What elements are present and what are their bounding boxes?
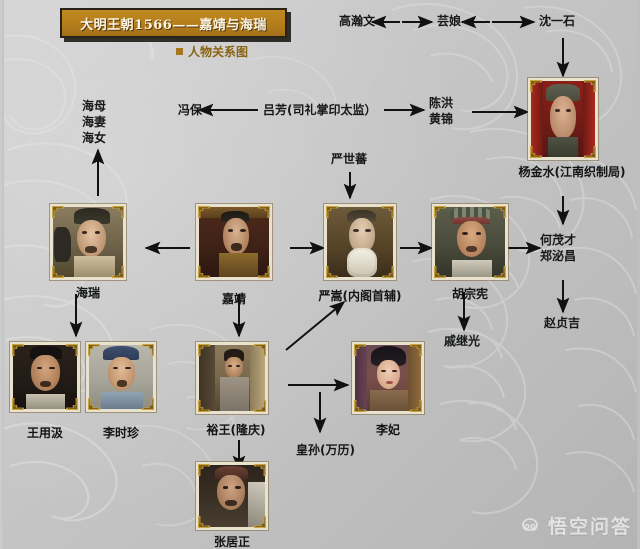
portrait-image-hairui [53, 207, 123, 277]
portrait-image-zhangjuzheng [199, 465, 265, 527]
wukong-logo-icon [518, 517, 542, 534]
left-edge-strip [0, 0, 4, 549]
portrait-image-jiajing [199, 207, 269, 277]
node-yanshifan: 严世蕃 [331, 152, 368, 166]
node-hemaocai: 何茂才 [540, 233, 577, 247]
portrait-yansong[interactable] [324, 204, 396, 280]
node-gaohanwen: 高瀚文 [339, 14, 376, 28]
node-zhaozhenji: 赵贞吉 [544, 316, 581, 330]
caption-yuwang: 裕王(隆庆) [206, 423, 266, 437]
node-qijiguang: 戚继光 [444, 334, 481, 348]
portrait-wangyongji[interactable] [10, 342, 80, 412]
portrait-image-huzongxian [435, 207, 505, 277]
caption-huzongxian: 胡宗宪 [451, 287, 488, 301]
node-hai-family-line2: 海妻 [82, 115, 107, 129]
node-chenhong: 陈洪 [429, 96, 454, 110]
node-hai-family: 海母 海妻 海女 [82, 98, 106, 146]
portrait-image-yangjinshui [531, 81, 595, 157]
node-zhengmichang: 郑泌昌 [540, 249, 577, 263]
node-shenyishi: 沈一石 [539, 14, 576, 28]
node-huangsun: 皇孙(万历) [296, 443, 355, 457]
node-fengbao: 冯保 [178, 103, 203, 117]
node-chenhong-huangjin: 陈洪 黄锦 [429, 95, 453, 127]
watermark-text: 悟空问答 [547, 516, 632, 538]
caption-yangjinshui: 杨金水(江南织制局) [518, 165, 626, 179]
right-edge-strip [637, 0, 640, 549]
portrait-yangjinshui[interactable] [528, 78, 598, 160]
caption-yansong: 严嵩(内阁首辅) [318, 289, 402, 303]
node-hai-family-line1: 海母 [82, 99, 107, 113]
portrait-lishizhen[interactable] [86, 342, 156, 412]
caption-lifei: 李妃 [375, 423, 400, 437]
portrait-image-lifei [355, 345, 421, 411]
caption-zhangjuzheng: 张居正 [213, 535, 250, 549]
node-huangjin: 黄锦 [429, 112, 454, 126]
chart-title: 大明王朝1566——嘉靖与海瑞 [80, 17, 267, 33]
portrait-image-yuwang [199, 345, 265, 411]
portrait-lifei[interactable] [352, 342, 424, 414]
node-lvfang: 吕芳(司礼掌印太监） [263, 103, 377, 117]
caption-wangyongji: 王用汲 [26, 426, 63, 440]
portrait-yuwang[interactable] [196, 342, 268, 414]
subtitle-row: 人物关系图 [176, 43, 248, 60]
chart-subtitle: 人物关系图 [188, 45, 249, 59]
portrait-hairui[interactable] [50, 204, 126, 280]
portrait-zhangjuzheng[interactable] [196, 462, 268, 530]
site-watermark: 悟空问答 [518, 512, 632, 539]
portrait-image-wangyongji [13, 345, 77, 409]
title-banner: 大明王朝1566——嘉靖与海瑞 [60, 8, 287, 38]
portrait-image-lishizhen [89, 345, 153, 409]
portrait-image-yansong [327, 207, 393, 277]
node-yunniang: 芸娘 [437, 14, 462, 28]
portrait-jiajing[interactable] [196, 204, 272, 280]
caption-hairui: 海瑞 [75, 286, 100, 300]
bullet-square-icon [176, 48, 183, 55]
portrait-huzongxian[interactable] [432, 204, 508, 280]
caption-lishizhen: 李时珍 [102, 426, 139, 440]
node-hemaocai-zhengmichang: 何茂才 郑泌昌 [540, 232, 576, 264]
caption-jiajing: 嘉靖 [221, 292, 246, 306]
node-hai-family-line3: 海女 [82, 131, 107, 145]
